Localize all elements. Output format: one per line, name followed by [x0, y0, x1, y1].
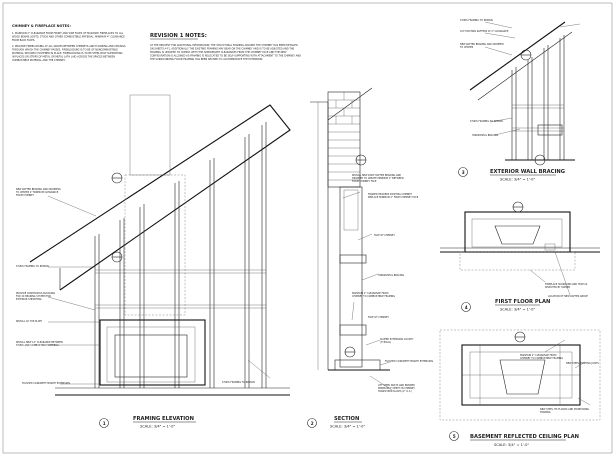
view-title: FIRST FLOOR PLAN [495, 299, 550, 305]
view-title: SECTION [334, 416, 359, 422]
section-callout: INSTALL NEW ROOF RAFTER BEARING AND [352, 174, 401, 177]
section-callout: FRAMED HEADERS EXISTING CHIMNEY [368, 193, 413, 196]
notes-left: CHIMNEY & FIREPLACE NOTES: 1. MAINTAIN 2… [12, 24, 126, 62]
revision-line: ON SHEETS A-F1. ADDITIONALLY THE EXISTIN… [150, 48, 295, 51]
section-view: INSTALL NEW ROOF RAFTER BEARING AND DROP… [307, 87, 433, 429]
elevation-callout: NEW RAFTER BEARING AND DROPPING [16, 188, 61, 191]
notes-left-line: WOOD BEAMS, JOISTS, STUDS AND OTHER COMB… [12, 36, 125, 39]
view-number: 1 [103, 421, 106, 426]
view-number-circle [461, 302, 471, 312]
view-number: 5 [453, 434, 456, 439]
view-number-circle [449, 431, 459, 441]
bracing-callout: TO CENTER [460, 46, 474, 49]
elevation-callout: STUDS AND COMBUSTIBLE MATERIAL [16, 344, 60, 347]
view-number: 3 [462, 170, 465, 175]
floor-callout: SELECTED BY OWNER [545, 286, 570, 289]
section-callout: MAINTAIN 2" CLEARANCE FROM [352, 292, 388, 295]
view-scale: SCALE: 3/4" = 1'-0" [330, 425, 365, 429]
view-title: BASEMENT REFLECTED CEILING PLAN [470, 434, 579, 440]
first-floor-plan: FIREPLACE SURROUND AND TRIM AS SELECTED … [440, 201, 600, 312]
notes-left-line: COMBUSTIBLE MATERIAL AND THE CHIMNEY. [12, 59, 66, 62]
view-number-circle [307, 418, 317, 428]
section-callout: MINIMUM 2" DEPTH IN CHIMNEY [378, 387, 415, 390]
section-callout: FACE OF CHIMNEY [374, 234, 395, 237]
exterior-wall-bracing: STUDS FRAMING TO REMAIN CUT EXISTING RAF… [458, 19, 581, 182]
section-callout: SLOPED EXTENSION COUNTY [380, 338, 414, 341]
section-callout: TRANSITION PLACES (2" O.C.) [378, 390, 412, 393]
revision-line: CONFIGURATION IS ALLOWED AS FRAMING IS R… [150, 55, 301, 58]
bracing-callout: STUDS FRAMING TO REMAIN [460, 19, 493, 22]
elevation-callout: STUDS FRAMING TO REMAIN [16, 265, 49, 268]
section-callout: CHIMNEY TO COMBUSTIBLE FRAMING [352, 295, 395, 298]
view-number-circle [99, 418, 109, 428]
revision-heading: REVISION 1 NOTES: [150, 33, 207, 39]
elevation-callout: FLUSHED CONCRETE HEARTH EXTENSION [22, 382, 70, 385]
floor-callout: LOCATION OF NEW RAFTER ABOVE [548, 295, 588, 298]
elevation-callout: TO CENTER 2" MINIMUM CLEARANCE [16, 191, 59, 194]
section-callout: (TYPICAL) [380, 341, 391, 344]
elevation-callout: FROM CHIMNEY [16, 194, 35, 197]
notes-left-line: THROUGH WHICH THE CHIMNEY PASSES. FIREBL… [12, 49, 118, 52]
section-callout: DROPPED TO CREATE MINIMUM 2" BETWEEN [352, 177, 404, 180]
bracing-callout: CUT EXISTING RAFTERS AT 2" CLEARANCE [460, 30, 509, 33]
view-number-circle [458, 167, 468, 177]
view-scale: SCALE: 3/4" = 1'-0" [140, 425, 175, 429]
revision-line: FRAMING IS UPDATED TO COMPLY WITH THE AP… [150, 51, 287, 54]
bracing-callout: HORIZONTAL BRACING [472, 134, 498, 137]
framing-elevation: NEW RAFTER BEARING AND DROPPING TO CENTE… [16, 94, 291, 429]
section-callout: HORIZONTAL BRACING [378, 274, 404, 277]
section-callout: REPLACE MINIMUM 2" FROM CHIMNEY FACE [368, 196, 419, 199]
bracing-callout: STUDS FRAMING TO REMAIN [470, 120, 503, 123]
elevation-callout: INSTALL NEW 12" CLEARANCE BETWEEN [16, 341, 63, 344]
view-scale: SCALE: 3/4" = 1'-0" [500, 178, 535, 182]
notes-left-line: FROM BACK FACES. [12, 39, 35, 42]
elevation-callout: FOR 2X BEARING SYSTEM FOR [16, 295, 51, 298]
section-callout: FROM CHIMNEY FACE [352, 180, 377, 183]
bracing-callout: NEW RAFTER BEARING AND DROPPED [460, 43, 504, 46]
revision-line: THE SURROUNDING FLOOR FRAMING HAS BEEN R… [150, 58, 263, 61]
view-title: EXTERIOR WALL BRACING [490, 169, 565, 175]
ceiling-callout: NEW STEEL EXISTING JOISTS [566, 362, 599, 365]
ceiling-callout: MAINTAIN 2" CLEARANCE FROM [520, 354, 556, 357]
view-scale: SCALE: 3/4" = 1'-0" [500, 308, 535, 312]
notes-left-line: IN PLACES OR STRIPS OF METAL OR METAL LA… [12, 56, 115, 59]
elevation-callout: EXTERIOR SHEATHING [16, 298, 42, 301]
notes-left-line: 1. MAINTAIN 2" CLEARANCE FROM FRONT AND … [12, 32, 124, 35]
revision-notes: REVISION 1 NOTES: AT THE REQUEST FOR ADD… [150, 33, 301, 61]
section-callout: LIFT STEEL BOLTS AND BONDED [378, 384, 415, 387]
floor-callout: FIREPLACE SURROUND AND TRIM AS [545, 283, 588, 286]
elevation-callout: PROVIDE CONTINUOUS BLOCKING [16, 292, 55, 295]
notes-left-line: MATERIAL SECURELY FASTENED IN PLACE. FIR… [12, 52, 123, 55]
elevation-callout: STUDS FRAMING TO REMAIN [222, 381, 255, 384]
ceiling-callout: NEW STEEL ITS FLOORS AND MONITORING [540, 408, 589, 411]
elevation-callout: INSTALL 2X TOP PLATE [16, 320, 43, 323]
ceiling-callout: FRAMING [540, 411, 551, 414]
view-title: FRAMING ELEVATION [133, 416, 194, 422]
notes-left-line: 2. PROVIDE FIREBLOCKING AT ALL SPACES BE… [12, 45, 126, 48]
view-scale: SCALE: 3/4" = 1'-0" [494, 443, 529, 447]
revision-line: AT THE REQUEST FOR ADDITIONAL INFORMATIO… [150, 44, 298, 47]
section-callout: FLUSHED CONCRETE HEARTH EXTENSION [385, 360, 433, 363]
basement-ceiling-plan: MAINTAIN 2" CLEARANCE FROM CHIMNEY TO CO… [439, 329, 601, 447]
view-number: 2 [311, 421, 314, 426]
section-callout: FACE OF CHIMNEY [368, 316, 389, 319]
view-number: 4 [465, 305, 468, 310]
ceiling-callout: CHIMNEY TO COMBUSTIBLE FRAMING [520, 357, 563, 360]
notes-left-heading: CHIMNEY & FIREPLACE NOTES: [12, 24, 71, 28]
